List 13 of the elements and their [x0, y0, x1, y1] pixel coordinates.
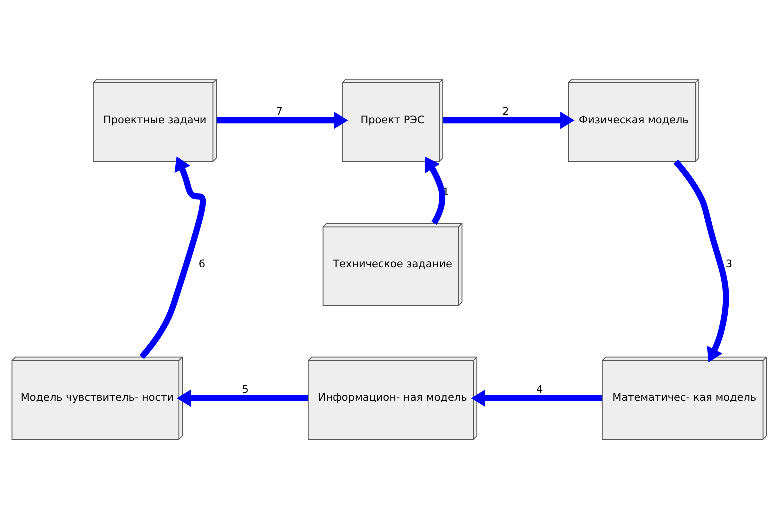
edge-label: 4: [536, 383, 544, 396]
edge-label: 7: [276, 105, 283, 118]
edge-label: 2: [502, 105, 510, 118]
arrow: [674, 159, 730, 362]
arrow: [140, 156, 206, 359]
arrow: [471, 389, 602, 407]
arrow: [177, 389, 308, 407]
edge-label: 3: [726, 258, 733, 270]
arrow: [425, 156, 446, 224]
arrow: [443, 111, 575, 129]
arrow: [216, 111, 348, 129]
edge-label: 5: [242, 383, 249, 396]
edge-label: 6: [198, 258, 206, 270]
